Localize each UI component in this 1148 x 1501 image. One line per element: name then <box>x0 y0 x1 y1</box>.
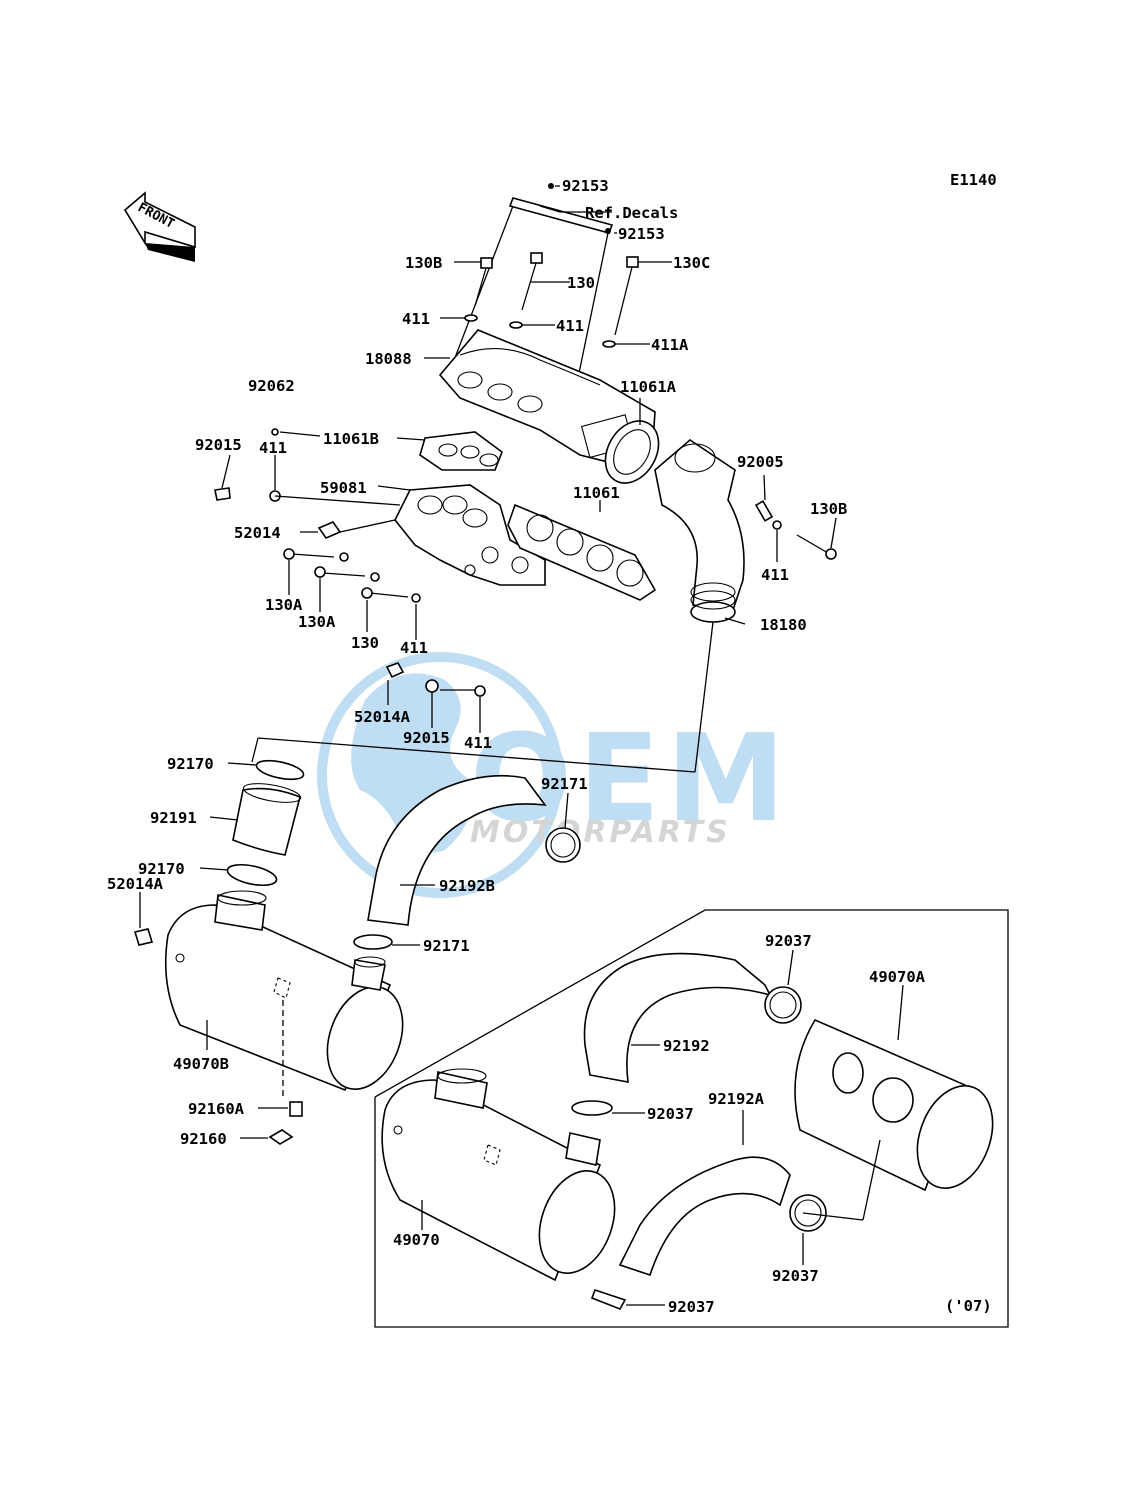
leader-lines <box>139 185 904 1306</box>
label-18180: 18180 <box>760 616 807 634</box>
label-49070: 49070 <box>393 1231 440 1249</box>
label-ref-decals: Ref.Decals <box>585 204 678 222</box>
stud-92005 <box>754 500 774 522</box>
label-92160 <box>268 1129 294 1145</box>
clamp-92171-bottom <box>353 934 393 950</box>
clamp-92170-bottom <box>226 863 278 887</box>
label-49070B: 49070B <box>173 1055 229 1073</box>
hose-92191 <box>232 783 302 856</box>
label-92170-bottom: 92170 <box>138 860 185 878</box>
label-92160A: 92160A <box>188 1100 245 1118</box>
exhaust-manifold-59081 <box>394 484 546 586</box>
label-92160: 92160 <box>180 1130 227 1148</box>
watermark-sub: MOTORPARTS <box>470 815 731 850</box>
label-130B-top: 130B <box>405 254 442 272</box>
label-52014A-mid: 52014A <box>354 708 411 726</box>
variant-box-07 <box>374 909 1009 1328</box>
gasket-11061A <box>604 420 660 484</box>
label-411-e: 411 <box>400 639 428 657</box>
label-130-top: 130 <box>567 274 595 292</box>
muffler-49070 <box>381 1068 616 1282</box>
label-52014: 52014 <box>234 524 281 542</box>
variant-note: ('07) <box>945 1297 992 1315</box>
label-92153-top: 92153 <box>562 177 609 195</box>
cap-92015 <box>214 487 231 501</box>
label-49070A: 49070A <box>869 968 926 986</box>
label-92005: 92005 <box>737 453 784 471</box>
front-arrow-icon: FRONT <box>123 191 196 262</box>
label-411A: 411A <box>651 336 689 354</box>
label-411-a: 411 <box>402 310 430 328</box>
clamp-92037-mid <box>571 1100 613 1116</box>
label-92015-b: 92015 <box>403 729 450 747</box>
muffler-49070A <box>794 1018 994 1192</box>
label-92037-mid: 92037 <box>647 1105 694 1123</box>
label-11061B: 11061B <box>323 430 379 448</box>
clamp-92171-top <box>545 827 581 863</box>
label-52014A-left: 52014A <box>107 875 164 893</box>
gasket-11061B <box>419 431 503 471</box>
clamp-92037-bottom <box>590 1288 627 1311</box>
bolt-130B-right <box>796 534 837 560</box>
exhaust-pipe-18180 <box>654 438 745 623</box>
label-92192B: 92192B <box>439 877 495 895</box>
diagram-code: E1140 <box>950 171 997 189</box>
label-92192: 92192 <box>663 1037 710 1055</box>
gasket-11061 <box>507 503 657 601</box>
label-92037-right: 92037 <box>772 1267 819 1285</box>
label-92015-a: 92015 <box>195 436 242 454</box>
sensor-52014 <box>317 521 342 539</box>
hose-92192A <box>618 1156 791 1277</box>
label-92153-second: 92153 <box>618 225 665 243</box>
label-11061A: 11061A <box>620 378 677 396</box>
label-92192A: 92192A <box>708 1090 765 1108</box>
part-labels: 92153 Ref.Decals 92153 130B 130 130C 411… <box>107 177 992 1316</box>
clamp-92170-top <box>255 759 305 781</box>
label-92160A <box>289 1101 303 1117</box>
bolts-130 <box>474 252 639 336</box>
label-18088: 18088 <box>365 350 412 368</box>
bolts-130A <box>283 548 421 603</box>
label-92171-top: 92171 <box>541 775 588 793</box>
label-92171-bottom: 92171 <box>423 937 470 955</box>
label-92037-bottom: 92037 <box>668 1298 715 1316</box>
label-130B-right: 130B <box>810 500 847 518</box>
label-130-mid: 130 <box>351 634 379 652</box>
label-411-c: 411 <box>259 439 287 457</box>
label-92037-top: 92037 <box>765 932 812 950</box>
label-130C: 130C <box>673 254 710 272</box>
sensor-52014A-left <box>133 928 154 946</box>
label-411-d: 411 <box>761 566 789 584</box>
label-130A-b: 130A <box>298 613 336 631</box>
muffler-49070B <box>164 890 404 1092</box>
label-411-b: 411 <box>556 317 584 335</box>
label-411-f: 411 <box>464 734 492 752</box>
hose-92192B <box>367 774 547 926</box>
washer-411-mid <box>474 685 486 697</box>
label-92191: 92191 <box>150 809 197 827</box>
cap-92015-mid <box>425 679 439 693</box>
screw-92153 <box>548 183 611 234</box>
watermark-globe <box>317 652 563 898</box>
label-59081: 59081 <box>320 479 367 497</box>
label-130A-a: 130A <box>265 596 303 614</box>
clamp-92037-top <box>764 986 802 1024</box>
label-92170-top: 92170 <box>167 755 214 773</box>
washer-411-right <box>772 520 782 530</box>
hose-92192 <box>583 952 772 1083</box>
washers-411-top <box>464 314 616 348</box>
sensor-52014A-mid <box>385 662 405 679</box>
washer-92062 <box>271 428 279 436</box>
label-11061: 11061 <box>573 484 620 502</box>
label-92062: 92062 <box>248 377 295 395</box>
